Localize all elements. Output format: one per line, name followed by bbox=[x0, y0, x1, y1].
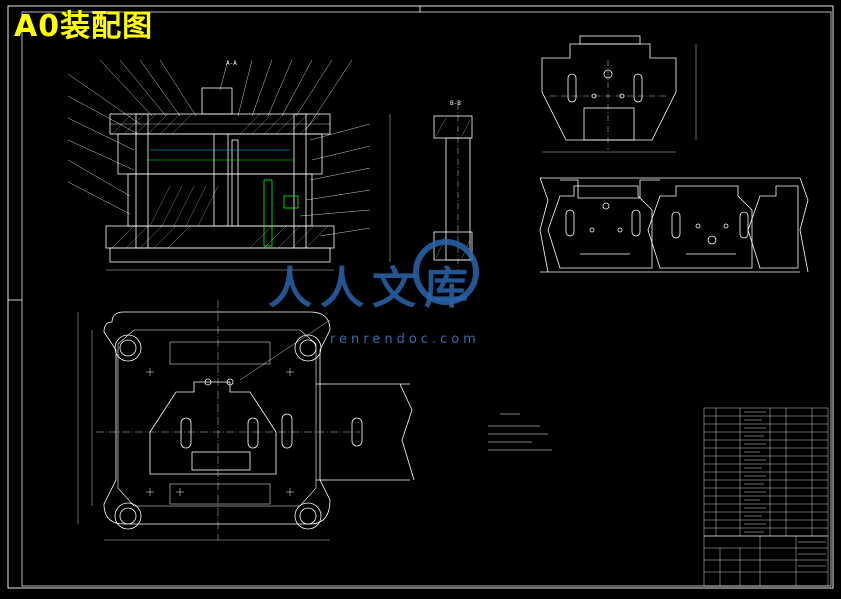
watermark-url: renrendoc.com bbox=[330, 332, 480, 347]
strip-layout-view bbox=[539, 177, 809, 273]
watermark-text: 人人文库 bbox=[268, 263, 476, 314]
watermark-emblem bbox=[413, 239, 479, 305]
title-block bbox=[703, 407, 829, 587]
technical-notes bbox=[488, 413, 552, 451]
front-section-view bbox=[67, 59, 391, 271]
sheet-border bbox=[7, 5, 834, 589]
drawing-title: A0装配图 bbox=[14, 9, 154, 44]
plan-view bbox=[77, 300, 415, 541]
section-label-a: A-A bbox=[226, 60, 237, 67]
section-label-b: B-B bbox=[450, 100, 461, 107]
part-detail-view bbox=[541, 35, 697, 153]
inner-frame bbox=[21, 11, 832, 587]
